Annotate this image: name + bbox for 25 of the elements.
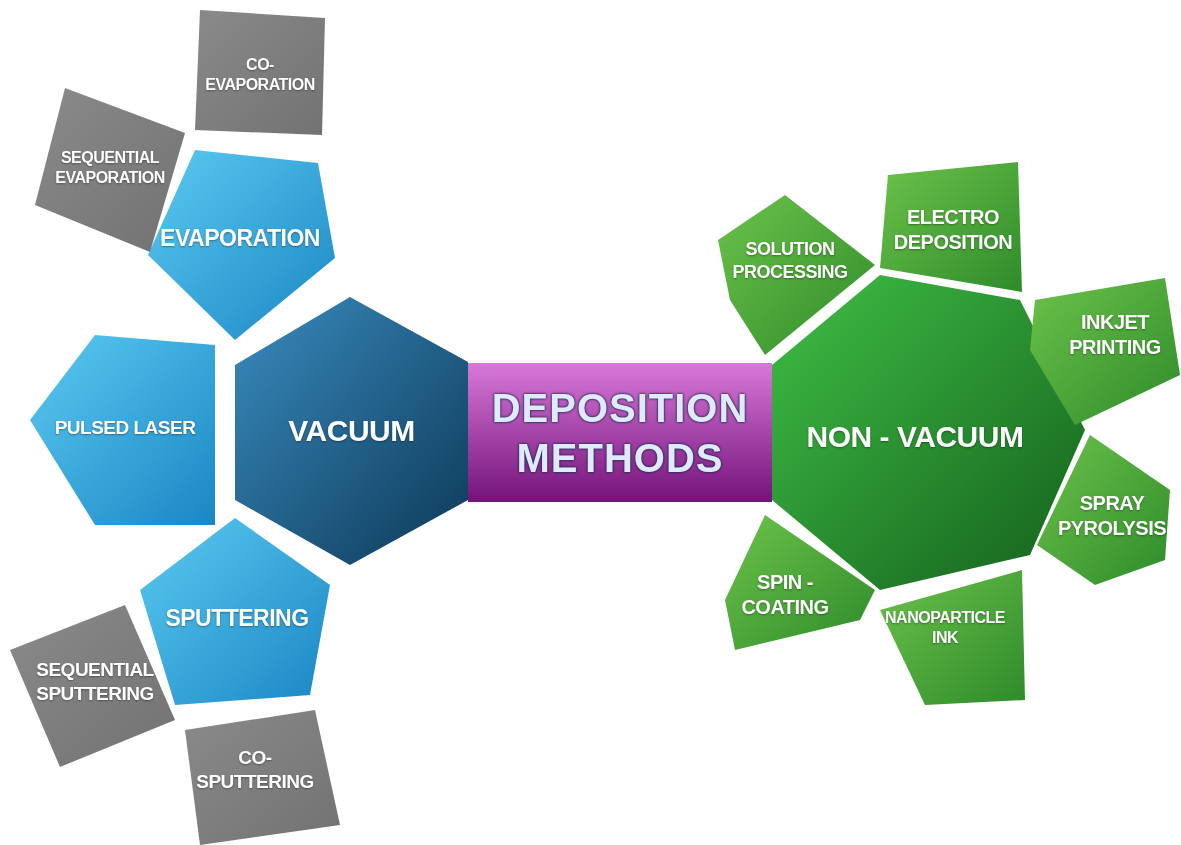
node-label: EVAPORATION <box>159 223 321 253</box>
node-label: INKJET PRINTING <box>1068 310 1162 360</box>
polygon-node <box>1030 278 1180 425</box>
title-bar <box>468 363 772 502</box>
node-label: SEQUENTIAL EVAPORATION <box>54 148 166 188</box>
pentagon-node <box>30 335 215 525</box>
node-label: NON - VACUUM <box>805 419 1025 456</box>
polygon-node <box>880 570 1025 705</box>
node-label: CO- SPUTTERING <box>195 746 315 794</box>
polygon-node <box>880 162 1022 292</box>
polygon-node <box>725 515 875 650</box>
node-label: CO- EVAPORATION <box>204 55 316 95</box>
node-label: SEQUENTIAL SPUTTERING <box>35 658 155 706</box>
node-label: VACUUM <box>287 413 416 450</box>
polygon-node <box>718 195 875 355</box>
node-label: NANOPARTICLE INK <box>884 608 1006 648</box>
hexagon-node <box>235 297 468 565</box>
node-label: SPRAY PYROLYSIS <box>1056 491 1168 541</box>
polygon-node <box>1037 435 1170 585</box>
node-label: SOLUTION PROCESSING <box>731 237 849 283</box>
node-label: SPIN - COATING <box>740 570 830 620</box>
node-label: PULSED LASER <box>53 416 197 440</box>
node-label: DEPOSITION METHODS <box>490 384 750 482</box>
node-label: SPUTTERING <box>164 603 310 633</box>
node-label: ELECTRO DEPOSITION <box>892 205 1014 255</box>
